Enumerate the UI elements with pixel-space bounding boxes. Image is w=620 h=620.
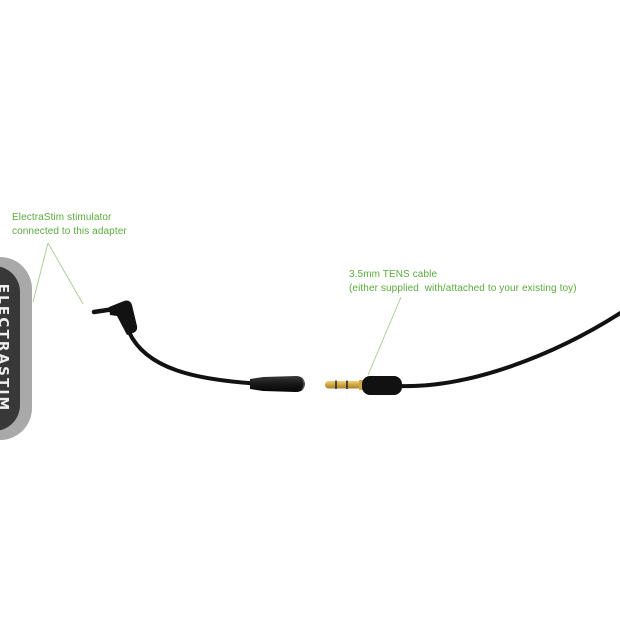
adapter-right-angle-head: [109, 300, 138, 335]
adapter-socket-body: [250, 376, 305, 392]
adapter-leader-to-adapter: [47, 242, 84, 305]
stimulator-face-panel: [0, 266, 20, 431]
adapter-socket-opening: [301, 377, 305, 391]
cable-leader-to-plug: [367, 296, 402, 376]
adapter-leader-to-stimulator: [32, 242, 49, 303]
cable-annotation: 3.5mm TENS cable (either supplied with/a…: [349, 268, 577, 296]
jack-plug-handle: [362, 376, 402, 395]
adapter-annotation-line-1: ElectraStim stimulator: [12, 212, 112, 223]
stimulator-brand-text: ELECTRASTIM: [0, 284, 11, 413]
3-5mm-jack-plug-icon: [325, 310, 620, 395]
jack-plug-pin: [325, 381, 361, 389]
cable-annotation-line-2: (either supplied with/attached to your e…: [349, 283, 577, 294]
right-angle-adapter-cable-icon: [91, 300, 305, 392]
adapter-annotation-line-2: connected to this adapter: [12, 226, 127, 237]
adapter-annotation: ElectraStim stimulator connected to this…: [12, 211, 127, 239]
annotation-leader-lines: [32, 242, 402, 376]
cable-annotation-line-1: 3.5mm TENS cable: [349, 269, 438, 280]
tens-cable-wire: [398, 310, 620, 389]
adapter-cable-wire: [127, 330, 264, 386]
electrastim-stimulator: ELECTRASTIM: [0, 257, 32, 440]
